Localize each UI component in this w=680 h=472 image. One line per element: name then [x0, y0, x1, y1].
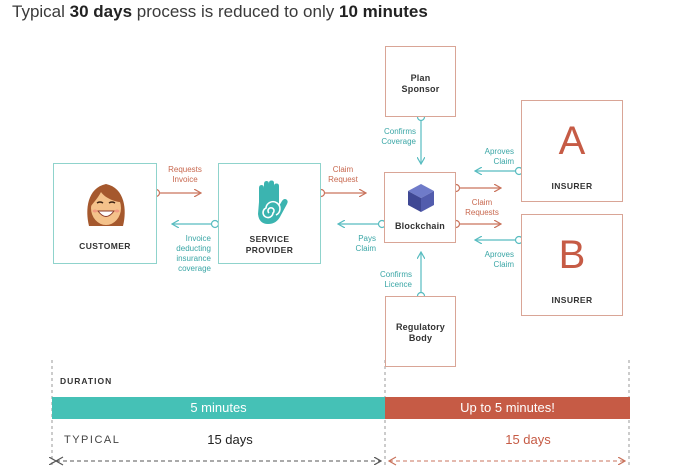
label-requests-invoice: Requests Invoice — [160, 165, 210, 185]
regulatory-label-1: Regulatory — [395, 322, 445, 332]
headline: Typical 30 days process is reduced to on… — [12, 2, 428, 22]
typical-left-value: 15 days — [207, 432, 253, 447]
label-claim-requests-line1: Claim — [471, 198, 493, 207]
service-provider-label-2: PROVIDER — [245, 245, 294, 255]
label-invoice-deducting: Invoice deducting insurance coverage — [163, 234, 211, 274]
smiling-woman-icon — [87, 184, 125, 226]
label-aproves-claim-b: Aproves Claim — [478, 250, 514, 270]
customer-label: CUSTOMER — [79, 241, 131, 251]
label-claim-request-line1: Claim — [332, 165, 354, 174]
label-confirms-licence: Confirms Licence — [368, 270, 412, 290]
blockchain-label: Blockchain — [394, 221, 445, 231]
label-confirms-coverage: Confirms Coverage — [368, 127, 416, 147]
hand-spiral-icon — [258, 180, 288, 224]
label-invoice-deducting-line1: Invoice — [185, 234, 211, 243]
label-aproves-claim-b-line1: Aproves — [484, 250, 514, 259]
label-confirms-licence-line2: Licence — [384, 280, 412, 289]
typical-label: TYPICAL — [64, 434, 121, 446]
blockchain-cube-icon — [408, 184, 434, 212]
label-pays-claim-line1: Pays — [358, 234, 376, 243]
label-aproves-claim-a-line1: Aproves — [484, 147, 514, 156]
headline-bold-minutes: 10 minutes — [338, 2, 428, 21]
label-invoice-deducting-line3: insurance — [176, 254, 211, 263]
service-provider-box: SERVICE PROVIDER — [218, 163, 321, 264]
insurer-a-box: A INSURER — [521, 100, 623, 202]
duration-bar-new-process: 5 minutes — [52, 397, 385, 419]
label-confirms-coverage-line1: Confirms — [383, 127, 416, 136]
insurer-b-box: B INSURER — [521, 214, 623, 316]
customer-box: CUSTOMER — [53, 163, 157, 264]
label-confirms-coverage-line2: Coverage — [381, 137, 416, 146]
label-claim-request-line2: Request — [328, 175, 358, 184]
insurer-b-letter: B — [558, 233, 586, 277]
label-invoice-deducting-line4: coverage — [178, 264, 211, 273]
plan-sponsor-label-1: Plan — [410, 73, 431, 83]
headline-prefix: Typical — [12, 2, 70, 21]
label-invoice-deducting-line2: deducting — [176, 244, 211, 253]
duration-bar-insurer: Up to 5 minutes! — [385, 397, 630, 419]
label-aproves-claim-a: Aproves Claim — [478, 147, 514, 167]
blockchain-box: Blockchain — [384, 172, 456, 243]
label-confirms-licence-line1: Confirms — [379, 270, 412, 279]
label-claim-requests: Claim Requests — [461, 198, 503, 218]
service-provider-label-1: SERVICE — [249, 234, 290, 244]
label-aproves-claim-b-line2: Claim — [493, 260, 514, 269]
label-pays-claim-line2: Claim — [355, 244, 376, 253]
insurer-a-label: INSURER — [551, 181, 593, 191]
headline-bold-days: 30 days — [69, 2, 133, 21]
label-claim-request: Claim Request — [322, 165, 364, 185]
plan-sponsor-label-2: Sponsor — [401, 84, 440, 94]
insurer-a-letter: A — [558, 119, 586, 163]
regulatory-body-box: Regulatory Body — [385, 296, 456, 367]
label-requests-invoice-line2: Invoice — [172, 175, 198, 184]
plan-sponsor-box: Plan Sponsor — [385, 46, 456, 117]
label-pays-claim: Pays Claim — [346, 234, 376, 254]
label-claim-requests-line2: Requests — [465, 208, 499, 217]
insurer-b-label: INSURER — [551, 295, 593, 305]
label-aproves-claim-a-line2: Claim — [493, 157, 514, 166]
typical-right-value: 15 days — [505, 432, 551, 447]
headline-middle: process is reduced to only — [132, 2, 339, 21]
label-requests-invoice-line1: Requests — [168, 165, 202, 174]
regulatory-label-2: Body — [408, 333, 433, 343]
duration-label: DURATION — [60, 376, 113, 386]
